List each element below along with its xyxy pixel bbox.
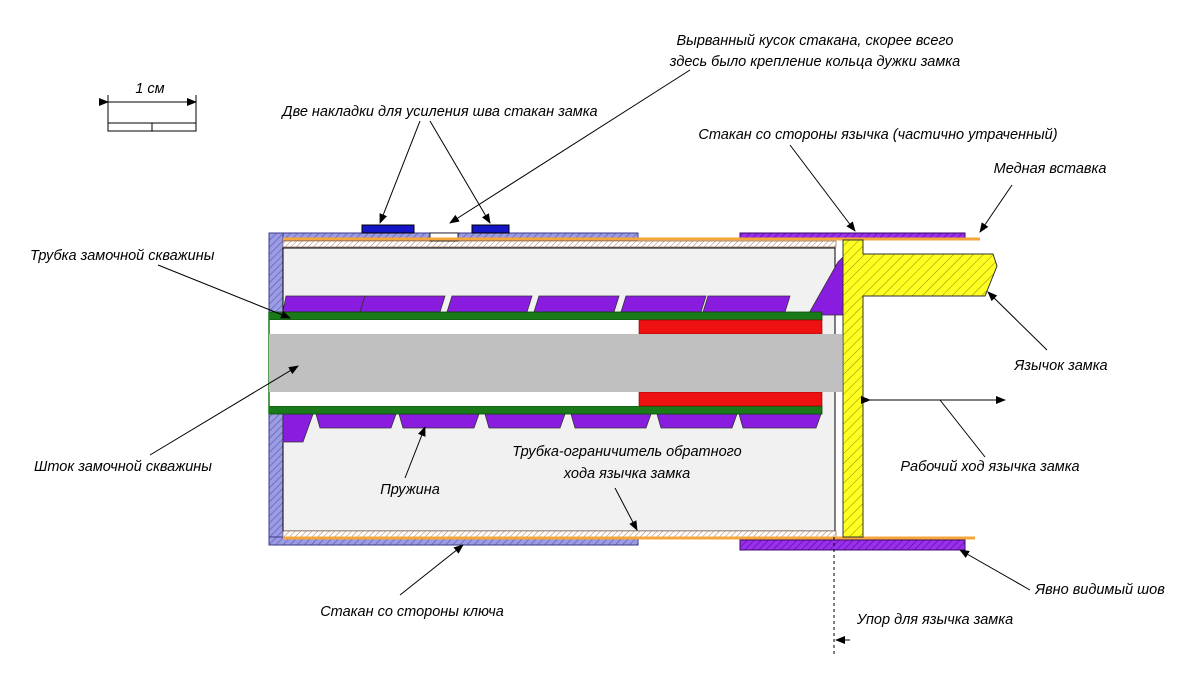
label-latch: Язычок замка [1013, 358, 1107, 374]
red-insert-bottom [638, 391, 823, 407]
red-insert-top [638, 319, 823, 335]
spring-coil-top [702, 295, 791, 313]
leader-working-stroke [939, 399, 986, 458]
leader-cup-key-side [399, 544, 464, 596]
label-return-limiter-line2: хода язычка замка [563, 466, 690, 482]
keyhole-rod [269, 334, 842, 392]
cup-latch-side-bottom [739, 539, 966, 551]
spring-coil-top [620, 295, 707, 313]
spring-coil-bottom [656, 413, 738, 429]
spring-coil-bottom [398, 413, 480, 429]
spring-coil-top [359, 295, 446, 313]
leader-return-limiter [614, 487, 638, 531]
label-latch-stop: Упор для язычка замка [856, 612, 1013, 628]
reinforcement-patch-right [471, 224, 510, 234]
scale-label: 1 см [135, 81, 164, 97]
label-cup-key-side: Стакан со стороны ключа [320, 604, 504, 620]
latch [842, 239, 998, 538]
label-keyhole-tube: Трубка замочной скважины [30, 248, 215, 264]
spring [282, 247, 853, 443]
spring-coil-bottom [738, 413, 822, 429]
return-limiter-tube-bottom [282, 530, 837, 538]
scale-bar: 1 см [99, 81, 197, 132]
spring-coil-top [533, 295, 620, 313]
label-working-stroke: Рабочий ход язычка замка [900, 459, 1079, 475]
leader-patch-right [429, 120, 491, 224]
labels: Вырванный кусок стакана, скорее всего зд… [30, 33, 1165, 628]
torn-piece-gap [429, 232, 459, 242]
spring-coil-bottom [570, 413, 652, 429]
keyhole-tube-bottom [268, 405, 823, 415]
label-spring: Пружина [380, 482, 440, 498]
spring-coil-top [282, 295, 366, 313]
return-limiter-tube-top [282, 240, 837, 248]
keyhole-gap-bottom [269, 392, 639, 406]
label-return-limiter-line1: Трубка-ограничитель обратного [512, 444, 741, 460]
reinforcement-patch-left [361, 224, 415, 234]
label-torn-piece-line1: Вырванный кусок стакана, скорее всего [677, 33, 954, 49]
keyhole-tube-top [268, 311, 823, 321]
spring-coil-bottom [484, 413, 566, 429]
label-two-patches: Две накладки для усиления шва стакан зам… [280, 104, 597, 120]
leader-patch-left [379, 120, 421, 224]
leader-torn-piece [449, 69, 691, 224]
label-torn-piece-line2: здесь было крепление кольца дужки замка [669, 54, 960, 70]
leader-keyhole-rod [149, 365, 299, 456]
leader-keyhole-tube [157, 264, 291, 319]
leader-copper-insert [979, 184, 1013, 233]
label-visible-seam: Явно видимый шов [1034, 582, 1165, 598]
label-cup-latch-side: Стакан со стороны язычка (частично утрач… [698, 127, 1057, 143]
label-keyhole-rod: Шток замочной скважины [34, 459, 212, 475]
keyhole-gap-top [269, 320, 639, 334]
spring-coil-bottom [315, 413, 397, 429]
leader-latch [987, 291, 1048, 351]
leader-spring [404, 426, 426, 479]
leader-visible-seam [959, 549, 1031, 591]
spring-coil-top [446, 295, 533, 313]
leader-cup-latch-side [789, 144, 856, 232]
label-copper-insert: Медная вставка [994, 161, 1107, 177]
leader-lines [149, 69, 1048, 655]
